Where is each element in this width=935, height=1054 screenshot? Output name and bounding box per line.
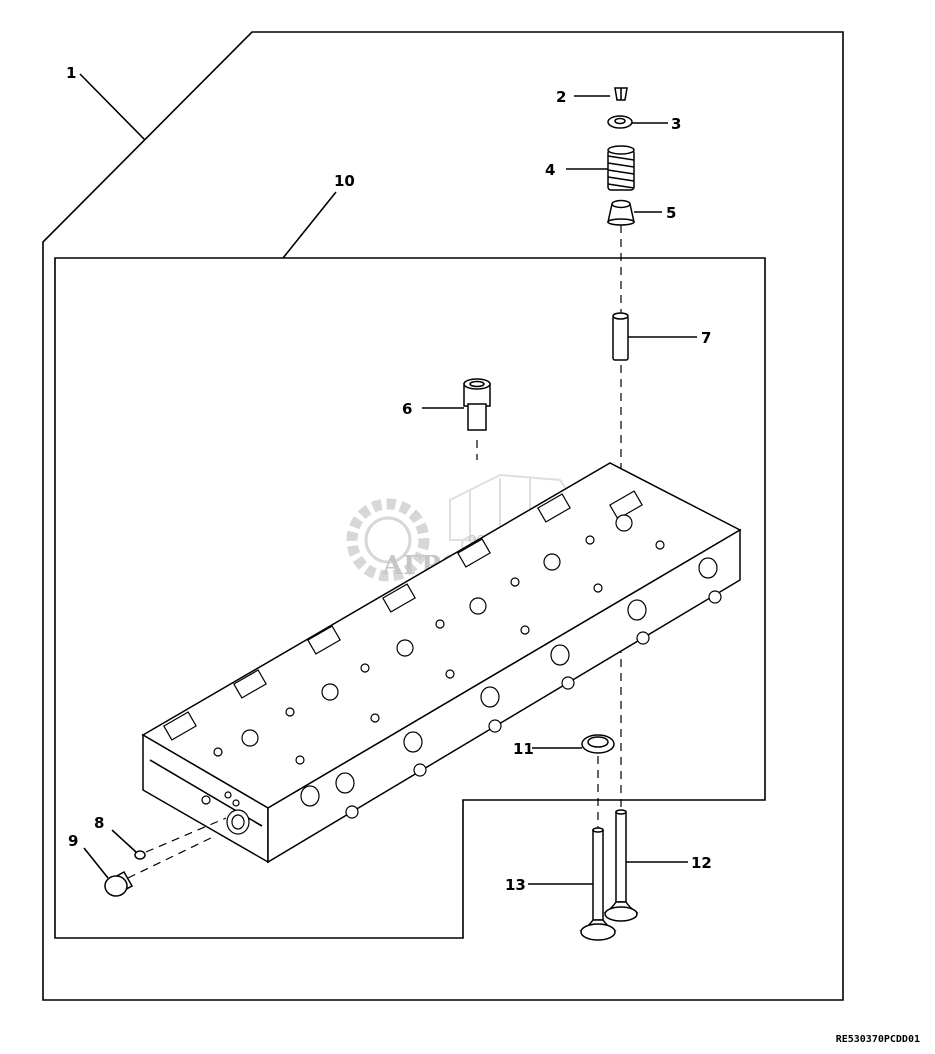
plug-axis-dashed — [145, 817, 227, 853]
intake-valve-part — [579, 827, 617, 941]
side-face-ports — [300, 557, 722, 819]
valve-seat-insert-part — [581, 734, 615, 754]
valve-keeper-part — [614, 87, 628, 101]
callout-7: 7 — [701, 329, 711, 347]
valve-spring-part — [607, 145, 635, 191]
top-face-ports — [163, 490, 665, 765]
front-face-ports — [201, 791, 250, 835]
spring-retainer-part — [607, 115, 633, 129]
cylinder-head-frame — [54, 257, 766, 939]
cylinder-head-part — [141, 462, 742, 864]
reference-code: RE530370PCDD01 — [836, 1034, 920, 1045]
exhaust-valve-part — [603, 809, 639, 922]
callout-11: 11 — [513, 740, 534, 758]
expansion-plug-axis-dashed — [127, 835, 216, 879]
callout-10: 10 — [334, 172, 355, 190]
plug-part — [134, 850, 146, 860]
expansion-plug-part — [104, 870, 134, 898]
leader-lines — [79, 73, 697, 885]
injector-sleeve-part — [463, 378, 491, 431]
callout-1: 1 — [66, 64, 76, 82]
callout-12: 12 — [691, 854, 712, 872]
valve-guide-part — [612, 312, 629, 361]
outer-assembly-frame — [42, 31, 844, 1001]
callout-9: 9 — [68, 832, 78, 850]
valve-stem-seal-part — [607, 199, 635, 226]
watermark-gear-icon — [346, 498, 430, 582]
callout-13: 13 — [505, 876, 526, 894]
callout-2: 2 — [556, 88, 566, 106]
callout-8: 8 — [94, 814, 104, 832]
callout-6: 6 — [402, 400, 412, 418]
callout-5: 5 — [666, 204, 676, 222]
callout-3: 3 — [671, 115, 681, 133]
callout-4: 4 — [545, 161, 555, 179]
